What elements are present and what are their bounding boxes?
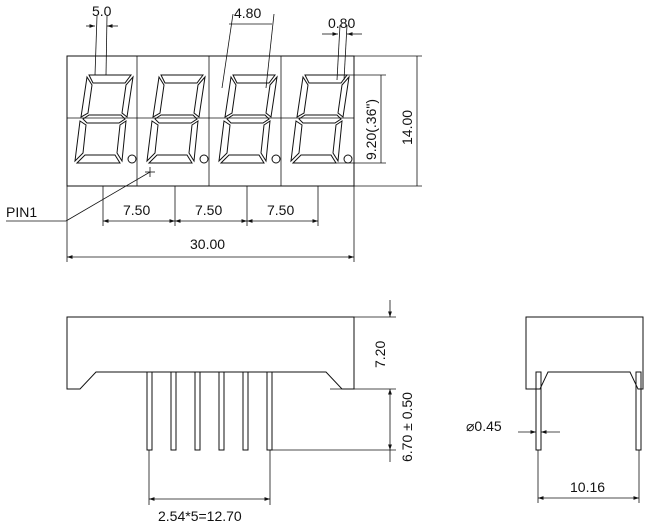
display-body (66, 55, 355, 187)
body-height-label: 14.00 (399, 110, 415, 145)
digit-1 (74, 74, 137, 164)
pitch-2-label: 7.50 (195, 202, 222, 218)
pitch-1-label: 7.50 (123, 202, 150, 218)
digit-width-label: 5.0 (92, 3, 112, 19)
digit-spacing-label: 4.80 (234, 5, 261, 21)
digit-4 (290, 74, 353, 164)
segment-width-label: 0.80 (328, 15, 355, 31)
end-body (525, 316, 644, 390)
digit-3 (218, 74, 281, 164)
pin-pitch-label: 2.54*5=12.70 (158, 508, 242, 524)
front-view: 5.0 4.80 0.80 9.20(.36") 14.00 PIN1 (6, 3, 422, 262)
row-spacing-label: 10.16 (570, 479, 605, 495)
side-pins (146, 371, 273, 451)
side-body (66, 316, 355, 390)
pin1-label: PIN1 (6, 204, 37, 220)
pitch-3-label: 7.50 (267, 202, 294, 218)
end-pin-right (635, 371, 642, 451)
pin-diameter-label: ⌀0.45 (466, 418, 502, 434)
digit-height-label: 9.20(.36") (363, 99, 379, 160)
digit-2 (146, 74, 209, 164)
overall-width-label: 30.00 (190, 236, 225, 252)
side-view: 7.20 6.70 ± 0.50 2.54*5=12.70 (66, 300, 415, 524)
end-view: ⌀0.45 10.16 (466, 316, 644, 503)
end-pin-left (535, 371, 542, 451)
pin-length-label: 6.70 ± 0.50 (399, 392, 415, 462)
side-body-height-label: 7.20 (372, 341, 388, 368)
